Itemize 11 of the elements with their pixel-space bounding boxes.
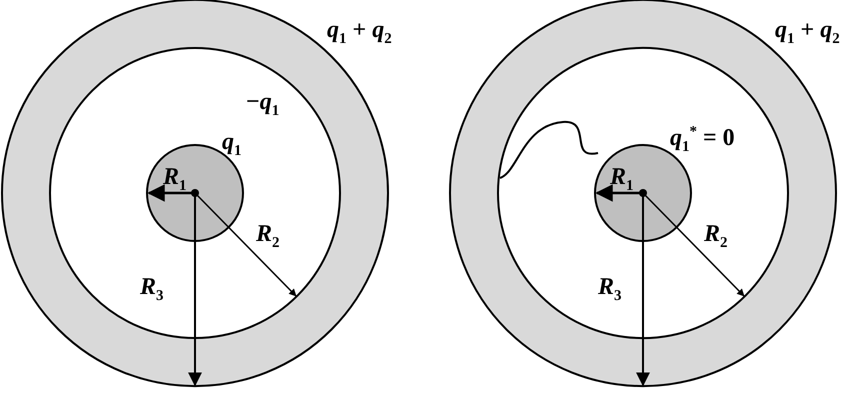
radius-label: R$_{3}$	[598, 275, 622, 304]
charge-label: q$_{1}$ + q$_{2}$	[775, 18, 840, 47]
radius-label: R$_{2}$	[256, 222, 280, 251]
radius-label: R$_{1}$	[610, 165, 634, 194]
radius-label: R$_{1}$	[163, 165, 187, 194]
charge-label: q$_{1}$	[222, 130, 242, 159]
radius-label: R$_{2}$	[704, 222, 728, 251]
charge-label: q$_{1}$$^{*}$ = 0	[670, 125, 735, 155]
charge-label: q$_{1}$ + q$_{2}$	[327, 18, 392, 47]
radius-label: R$_{3}$	[140, 275, 164, 304]
charge-label: −q$_{1}$	[246, 90, 280, 119]
